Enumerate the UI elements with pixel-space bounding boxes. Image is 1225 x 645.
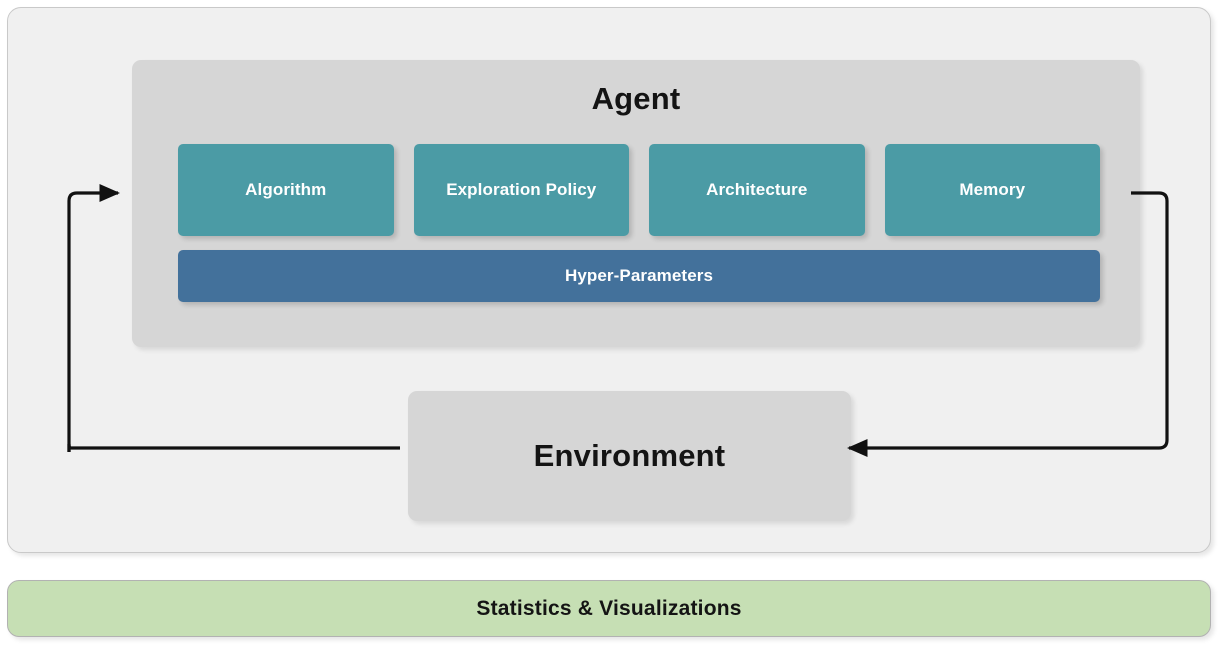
- statistics-visualizations-bar[interactable]: Statistics & Visualizations: [7, 580, 1211, 637]
- agent-component-row: Algorithm Exploration Policy Architectur…: [178, 144, 1100, 236]
- agent-container[interactable]: Agent Algorithm Exploration Policy Archi…: [132, 60, 1140, 347]
- agent-component-architecture[interactable]: Architecture: [649, 144, 865, 236]
- environment-container[interactable]: Environment: [408, 391, 851, 521]
- statistics-visualizations-label: Statistics & Visualizations: [476, 596, 742, 620]
- hyper-parameters-bar[interactable]: Hyper-Parameters: [178, 250, 1100, 302]
- rl-loop-panel: Agent Algorithm Exploration Policy Archi…: [7, 7, 1211, 553]
- agent-component-algorithm[interactable]: Algorithm: [178, 144, 394, 236]
- agent-title: Agent: [591, 81, 681, 116]
- agent-component-memory[interactable]: Memory: [884, 144, 1100, 236]
- agent-component-exploration-policy[interactable]: Exploration Policy: [413, 144, 629, 236]
- environment-title: Environment: [533, 438, 726, 473]
